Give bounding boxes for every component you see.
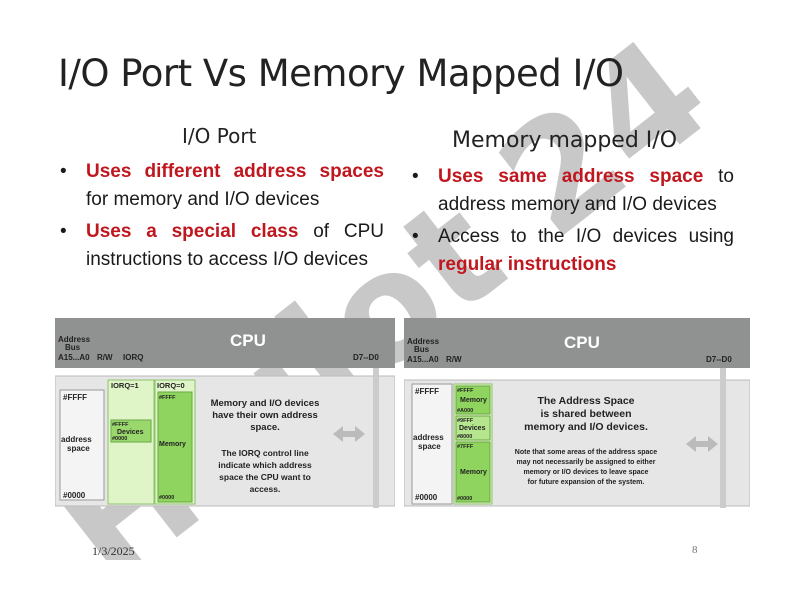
left-bullet-2: Uses a special class of CPU instructions… xyxy=(58,218,384,274)
devices-bottom: #0000 xyxy=(112,436,127,442)
data-bus-label: D7--D0 xyxy=(353,353,379,362)
bus-arrow-right-icon xyxy=(686,436,718,452)
right-heading: Memory mapped I/O xyxy=(452,128,678,153)
bits-label: A15...A0 xyxy=(58,353,90,362)
iorq0-label: IORQ=0 xyxy=(157,381,185,390)
shared-note-2: may not necessarily be assigned to eithe… xyxy=(517,459,656,466)
cpu-bar-right xyxy=(404,318,750,368)
devices-block-right xyxy=(455,415,491,441)
shared-note: The Address Space is shared between memo… xyxy=(515,395,657,486)
shared-note-3: memory or I/O devices to leave space xyxy=(524,469,649,476)
right-bullet-2-emph: regular instructions xyxy=(438,254,617,275)
devices-top-right: #9FFF xyxy=(457,418,474,424)
address-space-right: address xyxy=(413,433,444,442)
memory-mapped-diagram: CPU Address Bus A15...A0 R/W D7--D0 #FFF… xyxy=(404,318,750,508)
memory-top: #FFFF xyxy=(159,395,176,401)
memory-lower-block xyxy=(455,441,491,503)
address-space-label-2: space xyxy=(67,444,90,453)
mem-upper-bottom: #A000 xyxy=(457,408,473,414)
shared-head-2: is shared between xyxy=(540,408,631,420)
cpu-label-right: CPU xyxy=(564,333,600,352)
right-bullet-2: Access to the I/O devices using regular … xyxy=(410,223,734,279)
footer-date: 1/3/2025 xyxy=(92,544,135,558)
shared-note-1: Note that some areas of the address spac… xyxy=(515,449,657,456)
address-column-right xyxy=(411,383,453,505)
data-bus-label-right: D7--D0 xyxy=(706,355,732,364)
note-line-5: indicate which address xyxy=(218,460,312,470)
devices-label: Devices xyxy=(117,429,144,436)
mem-lower-top: #7FFF xyxy=(457,444,474,450)
left-bullet-2-emph: Uses a special class xyxy=(86,221,299,242)
shared-note-4: for future expansion of the system. xyxy=(528,479,645,486)
mem-upper-top: #FFFF xyxy=(457,388,474,394)
shared-head-1: The Address Space xyxy=(537,395,634,407)
bits-label-right: A15...A0 xyxy=(407,355,439,364)
memory-block xyxy=(157,391,193,503)
note-line-2: have their own address xyxy=(212,410,318,421)
addr-top-label: #FFFF xyxy=(63,393,87,402)
mem-lower-bottom: #0000 xyxy=(457,496,472,502)
address-label-right: Address xyxy=(407,337,440,346)
right-bullets: Uses same address space to address memor… xyxy=(410,163,734,283)
address-panel xyxy=(55,375,395,507)
address-column xyxy=(59,389,105,501)
mem-upper-label: Memory xyxy=(460,397,487,404)
note-line-4: The IORQ control line xyxy=(221,448,309,458)
right-bullet-2-text: Access to the I/O devices using xyxy=(438,226,734,247)
io-port-diagram: CPU Address Bus A15...A0 R/W IORQ D7--D0… xyxy=(55,318,395,508)
shared-head-3: memory and I/O devices. xyxy=(524,421,648,433)
cpu-bar xyxy=(55,318,395,368)
devices-label-right: Devices xyxy=(459,425,486,432)
left-bullets: Uses different address spaces for memory… xyxy=(58,158,384,278)
iorq1-label: IORQ=1 xyxy=(111,381,139,390)
addr-bottom-label: #0000 xyxy=(63,491,86,500)
memory-bottom: #0000 xyxy=(159,495,174,501)
note-line-3: space. xyxy=(250,422,280,433)
devices-top: #FFFF xyxy=(112,422,129,428)
bus-arrow-icon xyxy=(333,426,365,442)
iorq-label: IORQ xyxy=(123,353,143,362)
slide-title: I/O Port Vs Memory Mapped I/O xyxy=(58,52,624,95)
bus-label: Bus xyxy=(65,343,81,352)
io-port-note: Memory and I/O devices have their own ad… xyxy=(211,398,320,494)
data-bus-line-right xyxy=(720,368,726,508)
cpu-label: CPU xyxy=(230,331,266,350)
address-space-right-2: space xyxy=(418,442,441,451)
right-bullet-1-text: to address memory and I/O devices xyxy=(438,166,735,215)
right-bullet-1-emph: Uses same address space xyxy=(438,166,704,187)
left-bullet-1-emph: Uses different address spaces xyxy=(86,161,384,182)
left-bullet-1-text: for memory and I/O devices xyxy=(86,189,320,210)
rw-label: R/W xyxy=(97,353,113,362)
devices-bottom-right: #8000 xyxy=(457,434,472,440)
rw-label-right: R/W xyxy=(446,355,462,364)
right-bullet-1: Uses same address space to address memor… xyxy=(410,163,734,219)
bus-label-right: Bus xyxy=(414,345,430,354)
memory-label: Memory xyxy=(159,441,186,448)
footer-page-number: 8 xyxy=(692,544,698,556)
left-heading: I/O Port xyxy=(182,124,257,148)
addr-top-right: #FFFF xyxy=(415,387,439,396)
addr-bottom-right: #0000 xyxy=(415,493,438,502)
note-line-7: access. xyxy=(250,484,281,494)
left-bullet-1: Uses different address spaces for memory… xyxy=(58,158,384,214)
devices-block xyxy=(110,419,152,443)
mem-lower-label: Memory xyxy=(460,469,487,476)
memory-upper-block xyxy=(455,385,491,415)
note-line-1: Memory and I/O devices xyxy=(211,398,320,409)
address-space-label: address xyxy=(61,435,92,444)
left-bullet-2-text: of CPU instructions to access I/O device… xyxy=(86,221,384,270)
address-label: Address xyxy=(58,335,91,344)
data-bus-line xyxy=(373,368,379,508)
note-line-6: space the CPU want to xyxy=(219,472,311,482)
